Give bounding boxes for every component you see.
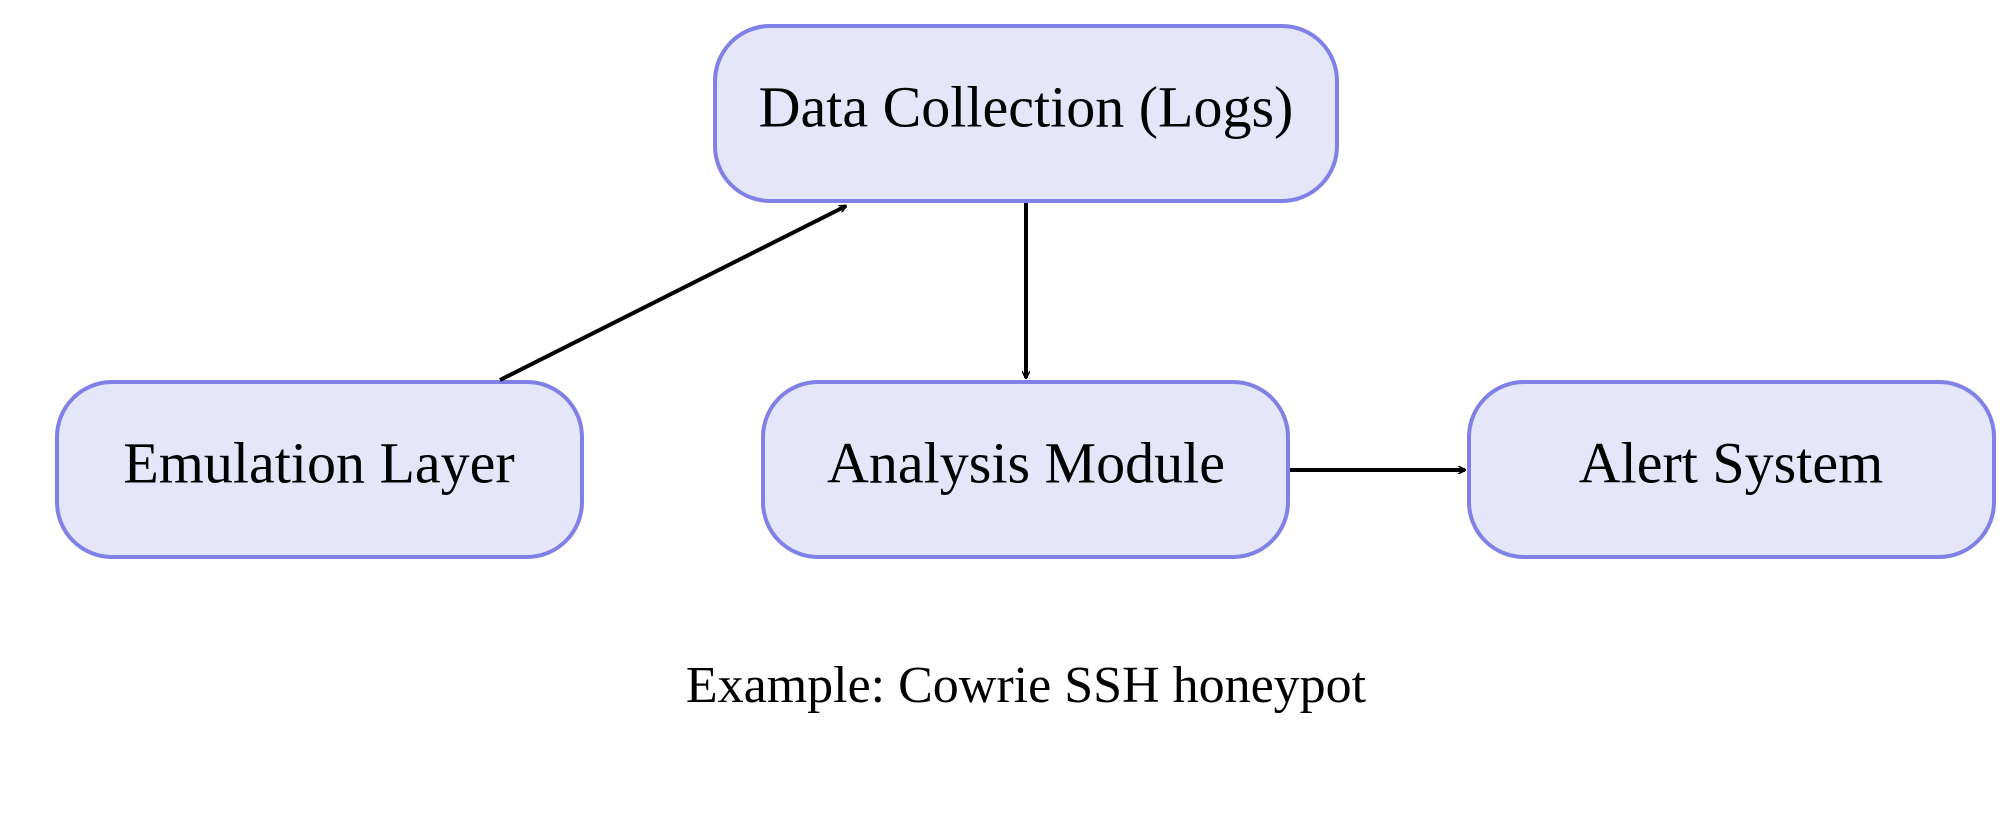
node-data-collection: Data Collection (Logs) (713, 24, 1339, 203)
node-emulation-layer-label: Emulation Layer (123, 430, 514, 495)
node-data-collection-box (713, 24, 1339, 203)
node-emulation-layer: Emulation Layer (55, 380, 584, 559)
node-analysis-module-box (761, 380, 1290, 559)
node-emulation-layer-box (55, 380, 584, 559)
edge-emulation-to-data-collection (499, 204, 846, 382)
node-data-collection-label: Data Collection (Logs) (759, 74, 1294, 139)
node-analysis-module-label: Analysis Module (827, 430, 1225, 495)
node-alert-system-label: Alert System (1579, 430, 1883, 495)
node-alert-system-box (1467, 380, 1996, 559)
diagram-caption: Example: Cowrie SSH honeypot (686, 657, 1367, 714)
node-alert-system: Alert System (1467, 380, 1996, 559)
node-analysis-module: Analysis Module (761, 380, 1290, 559)
